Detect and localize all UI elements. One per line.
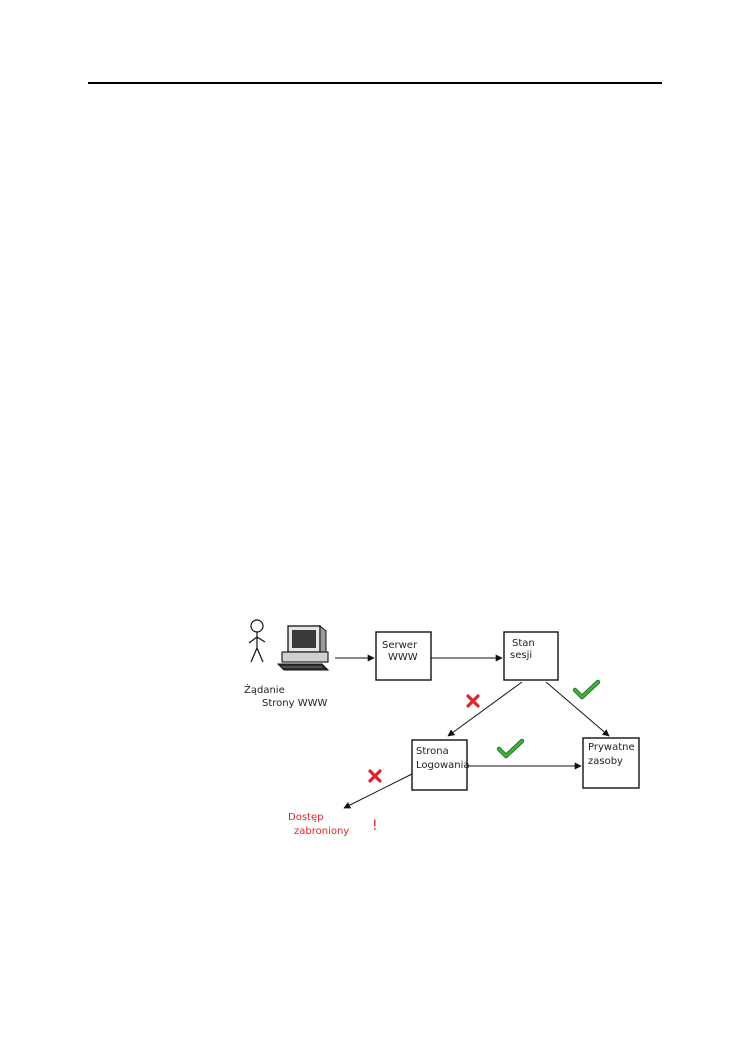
resources-box bbox=[582, 737, 640, 789]
arrow-session-to-resources bbox=[545, 681, 610, 737]
resources-label-line2: zasoby bbox=[588, 756, 623, 767]
arrow-session-to-login bbox=[447, 681, 523, 737]
session-label-line2: sesji bbox=[510, 650, 532, 661]
resources-label-line1: Prywatne bbox=[588, 742, 635, 753]
deny-cross-icon-2 bbox=[368, 769, 382, 783]
denied-label-line2: zabroniony bbox=[294, 826, 349, 837]
server-label-line2: WWW bbox=[388, 652, 418, 663]
server-label-line1: Serwer bbox=[382, 640, 418, 651]
page-header-rule bbox=[88, 82, 662, 84]
allow-check-icon bbox=[573, 680, 600, 699]
login-label-line2: Logowania bbox=[416, 760, 470, 771]
server-box bbox=[375, 631, 432, 681]
session-flow-diagram: Żądanie Strony WWW Serwer WWW Stan sesji… bbox=[222, 598, 662, 850]
arrow-login-to-denied bbox=[343, 773, 413, 809]
deny-cross-icon bbox=[466, 694, 480, 708]
allow-check-icon-2 bbox=[497, 739, 524, 758]
denied-exclamation: ! bbox=[372, 818, 378, 834]
login-box bbox=[411, 739, 468, 791]
computer-icon bbox=[276, 624, 330, 671]
diagram-canvas: Żądanie Strony WWW Serwer WWW Stan sesji… bbox=[244, 619, 640, 837]
denied-label-line1: Dostęp bbox=[288, 812, 323, 823]
client-label-line1: Żądanie bbox=[244, 683, 285, 696]
session-label-line1: Stan bbox=[512, 638, 535, 649]
login-label-line1: Strona bbox=[416, 746, 449, 757]
session-box bbox=[503, 631, 559, 681]
client-label-line2: Strony WWW bbox=[262, 698, 327, 709]
user-figure-icon bbox=[248, 619, 266, 663]
